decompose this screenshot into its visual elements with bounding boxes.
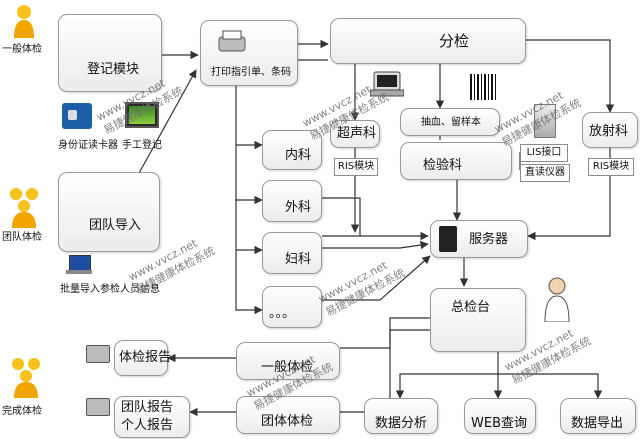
dept-radiology: 放射科 bbox=[582, 112, 638, 148]
dept-ultrasound: 超声科 bbox=[330, 120, 380, 148]
laptop-icon bbox=[66, 255, 92, 275]
data-analysis-box: 数据分析 bbox=[364, 398, 438, 434]
report-box: 体检报告 bbox=[114, 340, 172, 376]
team-import-module: 团队导入 bbox=[58, 172, 160, 252]
data-export-box: 数据导出 bbox=[560, 398, 636, 434]
server-label: 服务器 bbox=[469, 232, 509, 247]
lis-label: LIS接口 bbox=[526, 147, 562, 158]
web-query-box: WEB查询 bbox=[464, 398, 536, 434]
dept-lab: 检验科 bbox=[400, 142, 512, 180]
sorting-label: 分检 bbox=[439, 32, 470, 50]
arrow-to-radiology bbox=[525, 39, 615, 113]
report-label: 体检报告 bbox=[119, 350, 172, 365]
team-import-label: 团队导入 bbox=[89, 218, 142, 233]
ris-us-label: RIS模块 bbox=[337, 161, 375, 172]
ris-rad-label: RIS模块 bbox=[592, 161, 630, 172]
team-report-printer-icon bbox=[86, 398, 110, 416]
analyzer-icon bbox=[534, 104, 556, 138]
direct-reading-label: 直读仪器 bbox=[525, 167, 565, 178]
dept-blood: 抽血、留样本 bbox=[400, 108, 500, 136]
general-exam-label: 一般体检 bbox=[261, 360, 314, 375]
ultrasound-device-icon bbox=[369, 70, 405, 98]
team-exam-label: 团体体检 bbox=[261, 414, 314, 429]
dept-more-label: 。。。 bbox=[269, 306, 296, 321]
team-report-label-2: 个人报告 bbox=[121, 418, 174, 433]
general-desk-label: 总检台 bbox=[451, 300, 491, 315]
team-report-box: 团队报告 个人报告 bbox=[114, 396, 190, 438]
dept-gynecology-label: 妇科 bbox=[285, 252, 312, 267]
ris-us-module: RIS模块 bbox=[334, 158, 378, 176]
dept-surgery: 外科 bbox=[262, 180, 322, 222]
dept-surgery-label: 外科 bbox=[285, 200, 312, 215]
arrow-more-to-server bbox=[322, 255, 431, 301]
arrow-to-more bbox=[235, 70, 263, 315]
register-module: 登记模块 bbox=[58, 14, 162, 92]
ris-rad-module: RIS模块 bbox=[588, 158, 634, 176]
actor-complete-label: 完成体检 bbox=[2, 406, 42, 417]
server-box: 服务器 bbox=[430, 220, 528, 258]
general-exam-box: 一般体检 bbox=[236, 342, 340, 380]
complete-people-icon bbox=[6, 356, 46, 398]
print-module: 打印指引单、条码 bbox=[200, 20, 298, 86]
dept-internal-label: 内科 bbox=[285, 148, 312, 163]
dept-lab-label: 检验科 bbox=[423, 158, 463, 173]
actor-team-label: 团队体检 bbox=[2, 232, 42, 243]
id-reader-label: 身份证读卡器 bbox=[58, 140, 118, 151]
actor-general-label: 一般体检 bbox=[2, 44, 42, 55]
printer-icon bbox=[215, 29, 249, 55]
batch-import-label: 批量导入参检人员信息 bbox=[60, 284, 160, 295]
team-report-label-1: 团队报告 bbox=[121, 400, 174, 415]
dept-radiology-label: 放射科 bbox=[589, 124, 629, 139]
sorting-module: 分检 bbox=[330, 18, 526, 64]
monitor-icon bbox=[125, 102, 159, 128]
dept-gynecology: 妇科 bbox=[262, 232, 322, 274]
report-printer-icon bbox=[86, 345, 110, 363]
web-query-label: WEB查询 bbox=[471, 416, 527, 431]
team-people-icon bbox=[4, 186, 44, 228]
direct-reading: 直读仪器 bbox=[520, 164, 570, 182]
team-exam-box: 团体体检 bbox=[236, 396, 340, 434]
print-label: 打印指引单、条码 bbox=[211, 67, 291, 78]
lis-interface: LIS接口 bbox=[520, 144, 568, 162]
general-desk: 总检台 bbox=[430, 288, 526, 352]
server-icon bbox=[439, 226, 457, 252]
dept-more: 。。。 bbox=[262, 286, 322, 328]
id-card-icon bbox=[62, 103, 92, 129]
dept-blood-label: 抽血、留样本 bbox=[421, 117, 481, 128]
arrow-radiology-to-server bbox=[527, 176, 611, 241]
barcode-icon bbox=[470, 74, 498, 100]
general-person-icon bbox=[12, 4, 36, 40]
dept-ultrasound-label: 超声科 bbox=[337, 126, 377, 141]
dept-internal: 内科 bbox=[262, 130, 322, 170]
manual-register-label: 手工登记 bbox=[122, 140, 162, 151]
data-analysis-label: 数据分析 bbox=[375, 416, 428, 431]
arrow-team-to-print bbox=[137, 69, 197, 176]
doctor-icon bbox=[540, 276, 574, 323]
line-desk-to-exam bbox=[340, 317, 430, 349]
data-export-label: 数据导出 bbox=[571, 416, 624, 431]
register-label: 登记模块 bbox=[87, 62, 140, 77]
